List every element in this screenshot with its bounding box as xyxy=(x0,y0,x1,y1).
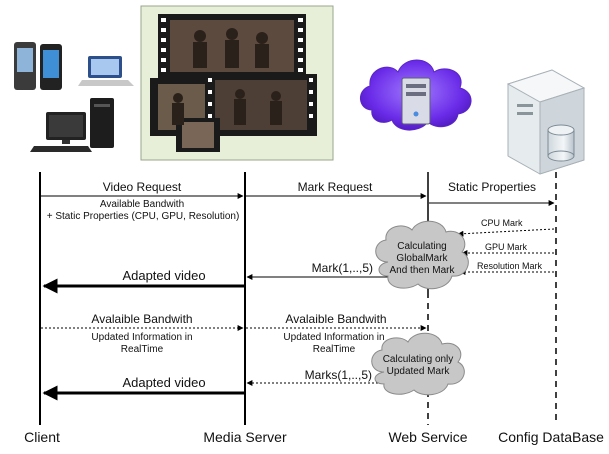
cloud-updated-mark: Calculating only Updated Mark xyxy=(371,332,465,396)
config-database-icon xyxy=(506,69,586,175)
cloud-updated-line-1: Calculating only xyxy=(383,354,454,365)
label-updated-info-client-2: RealTime xyxy=(121,344,164,355)
label-resolution-mark: Resolution Mark xyxy=(477,261,543,271)
actor-web-service-label: Web Service xyxy=(388,429,467,445)
cloud-updated-line-2: Updated Mark xyxy=(387,366,451,377)
label-mark-result: Mark(1,..,5) xyxy=(312,261,373,275)
label-static-properties-cpu: + Static Properties (CPU, GPU, Resolutio… xyxy=(47,211,240,222)
web-service-icon xyxy=(360,59,472,131)
actor-config-db-label: Config DataBase xyxy=(498,429,604,445)
actor-client-label: Client xyxy=(24,429,60,445)
label-avail-bandwidth-media: Avalaible Bandwith xyxy=(285,312,386,326)
label-avail-bandwidth-client: Avalaible Bandwith xyxy=(91,312,192,326)
label-marks-result: Marks(1,..,5) xyxy=(305,368,372,382)
label-available-bandwidth: Available Bandwith xyxy=(100,199,184,210)
label-mark-request: Mark Request xyxy=(298,180,373,194)
cloud-global-line-3: And then Mark xyxy=(389,265,455,276)
cloud-global-mark: Calculating GlobalMark And then Mark xyxy=(375,220,469,290)
label-video-request: Video Request xyxy=(103,180,182,194)
message-arrows xyxy=(41,193,555,401)
label-static-properties: Static Properties xyxy=(448,180,536,194)
actor-labels: Client Media Server Web Service Config D… xyxy=(24,429,604,445)
label-updated-info-media-1: Updated Information in xyxy=(283,332,384,343)
label-adapted-video-1: Adapted video xyxy=(122,268,205,283)
client-devices-icon xyxy=(14,42,134,152)
label-updated-info-media-2: RealTime xyxy=(313,344,356,355)
media-server-film-icon xyxy=(140,5,334,161)
label-updated-info-client-1: Updated Information in xyxy=(91,332,192,343)
actor-media-server-label: Media Server xyxy=(203,429,287,445)
cloud-global-line-1: Calculating xyxy=(397,241,446,252)
label-cpu-mark: CPU Mark xyxy=(481,218,523,228)
label-gpu-mark: GPU Mark xyxy=(485,242,528,252)
cloud-global-line-2: GlobalMark xyxy=(396,253,448,264)
message-labels: Video Request Available Bandwith + Stati… xyxy=(47,180,543,390)
label-adapted-video-2: Adapted video xyxy=(122,375,205,390)
